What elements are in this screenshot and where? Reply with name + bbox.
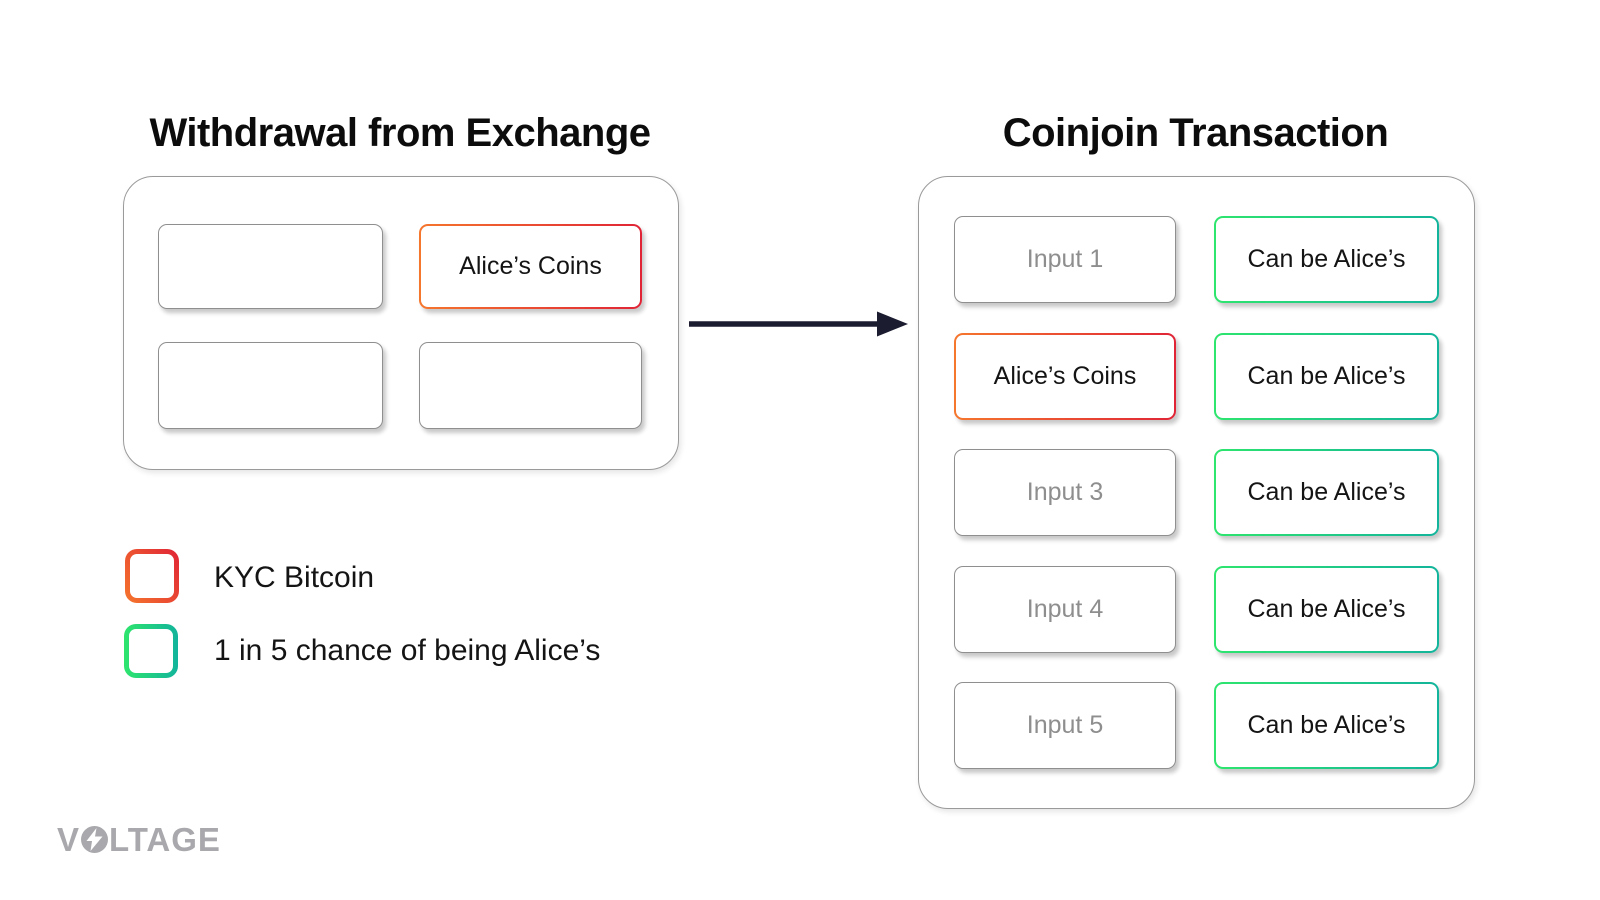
flow-arrow-icon (689, 311, 908, 337)
kyc-legend-swatch-icon (125, 549, 179, 603)
logo-lightning-o-icon (81, 826, 109, 853)
exchange-utxo-box-3 (158, 342, 383, 429)
right-panel-title: Coinjoin Transaction (1002, 111, 1389, 155)
coinjoin-output-4-box: Can be Alice’s (1214, 566, 1439, 653)
coinjoin-output-5-box: Can be Alice’s (1214, 682, 1439, 769)
exchange-utxo-box-1 (158, 224, 383, 309)
coinjoin-alices-coins-box: Alice’s Coins (954, 333, 1176, 420)
exchange-alices-coins-box: Alice’s Coins (419, 224, 642, 309)
left-panel-title: Withdrawal from Exchange (149, 111, 651, 155)
logo-letters-ltage: LTAGE (109, 821, 221, 858)
exchange-utxo-box-4 (419, 342, 642, 429)
coinjoin-input-5-box: Input 5 (954, 682, 1176, 769)
exchange-withdrawal-group: Alice’s Coins (123, 176, 679, 470)
coinjoin-transaction-group: Input 1 Can be Alice’s Alice’s Coins Can… (918, 176, 1475, 809)
coinjoin-input-3-box: Input 3 (954, 449, 1176, 536)
coinjoin-input-1-box: Input 1 (954, 216, 1176, 303)
coinjoin-output-2-box: Can be Alice’s (1214, 333, 1439, 420)
coinjoin-output-1-box: Can be Alice’s (1214, 216, 1439, 303)
logo-letter-v: V (57, 821, 81, 858)
coinjoin-output-3-box: Can be Alice’s (1214, 449, 1439, 536)
coinjoin-input-4-box: Input 4 (954, 566, 1176, 653)
kyc-legend-label: KYC Bitcoin (214, 561, 375, 594)
anonymity-legend-swatch-icon (124, 624, 178, 678)
anonymity-legend-label: 1 in 5 chance of being Alice’s (214, 634, 601, 667)
voltage-logo: V LTAGE (57, 823, 221, 856)
